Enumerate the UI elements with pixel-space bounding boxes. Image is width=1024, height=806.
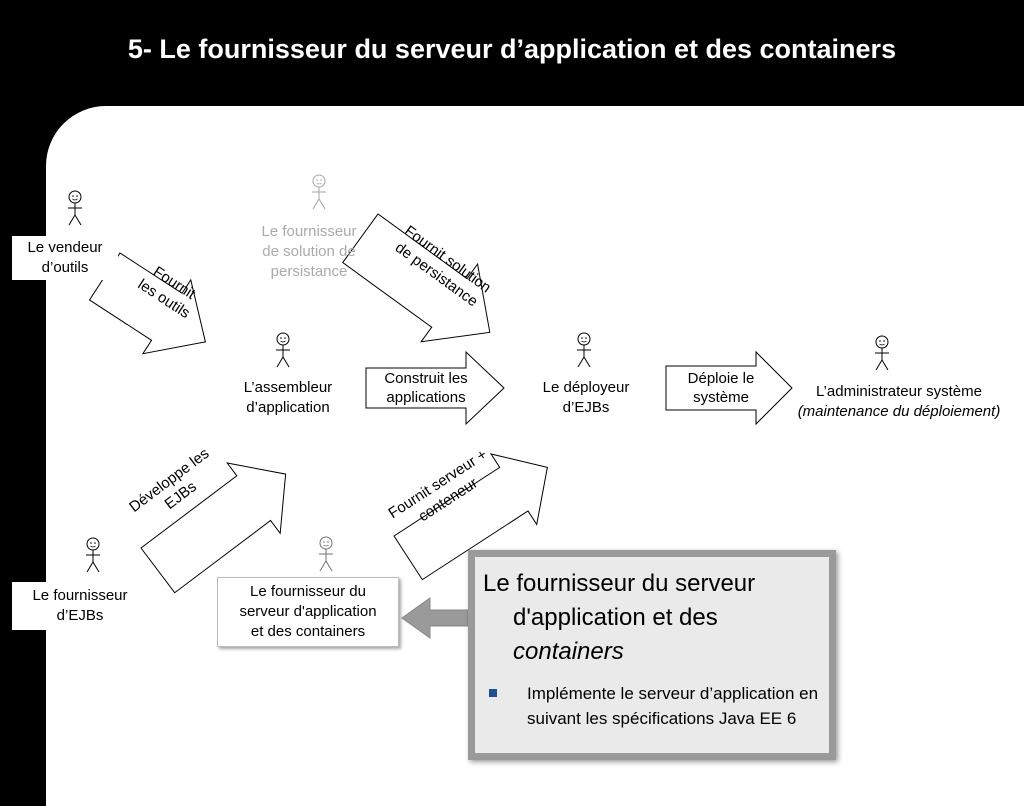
assembleur-figure-icon bbox=[275, 332, 291, 368]
arrow-developpe bbox=[140, 462, 287, 594]
arrow-outils bbox=[88, 252, 206, 355]
persistance-figure-icon bbox=[311, 174, 327, 210]
vendeur-figure-icon bbox=[67, 190, 83, 226]
actor-admin: L’administrateur système(maintenance du … bbox=[797, 383, 1001, 420]
arrow-persistance bbox=[342, 213, 491, 343]
arrow-deploie bbox=[665, 350, 793, 426]
diagram-canvas bbox=[67, 174, 890, 639]
callout-bullet: Implémente le serveur d’application en s… bbox=[483, 681, 819, 731]
callout-box: Le fournisseur du serveur d'application … bbox=[468, 550, 836, 760]
arrow-construit bbox=[365, 350, 505, 426]
fournisseur-serveur-figure-icon bbox=[318, 536, 334, 572]
fournisseur-ejb-figure-icon bbox=[85, 537, 101, 573]
deployeur-figure-icon bbox=[576, 332, 592, 368]
admin-figure-icon bbox=[874, 335, 890, 371]
callout-pointer bbox=[401, 597, 469, 639]
bullet-square-icon bbox=[489, 689, 497, 697]
callout-heading: Le fournisseur du serveur d'application … bbox=[483, 570, 756, 665]
arrow-serveur bbox=[393, 453, 548, 581]
slide-title: 5- Le fournisseur du serveur d’applicati… bbox=[127, 34, 897, 64]
